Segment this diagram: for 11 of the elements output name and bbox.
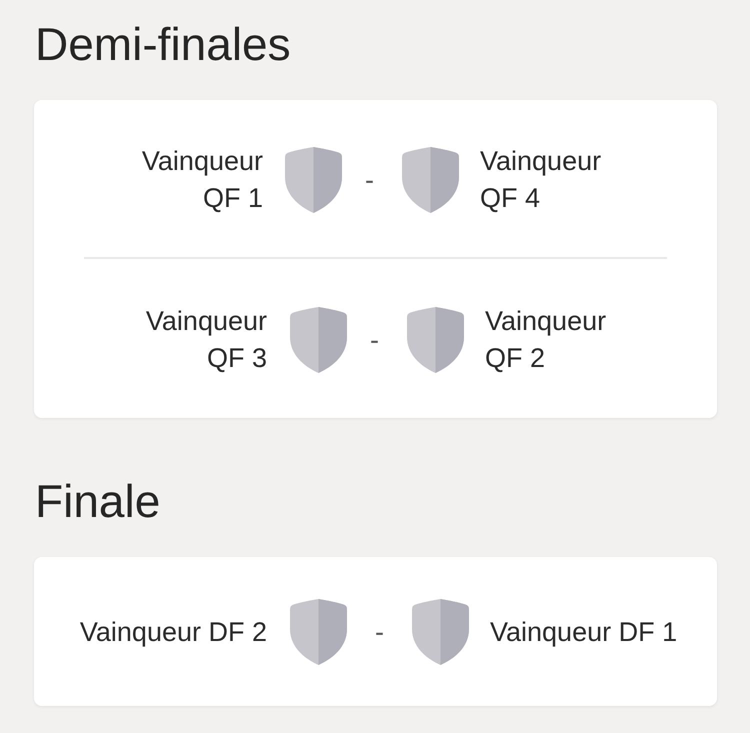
match-separator: -	[375, 617, 384, 647]
team-name: Vainqueur DF 1	[490, 616, 678, 649]
team-name: Vainqueur QF 2	[485, 305, 608, 375]
match-separator: -	[370, 325, 379, 355]
section-heading: Finale	[35, 475, 160, 527]
team-name: Vainqueur DF 2	[78, 616, 267, 649]
team-name: Vainqueur QF 4	[480, 145, 602, 215]
team-name: Vainqueur QF 3	[144, 305, 267, 375]
match-separator: -	[365, 165, 374, 195]
section-heading: Demi-finales	[35, 18, 291, 70]
team-name: Vainqueur QF 1	[140, 145, 263, 215]
